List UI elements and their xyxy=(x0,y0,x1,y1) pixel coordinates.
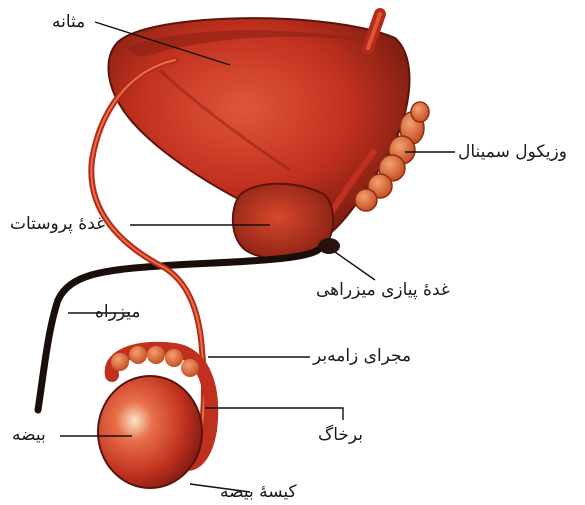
label-epididymis: برخاگ xyxy=(318,425,363,445)
label-vas-deferens: مجرای زامه‌بر xyxy=(313,346,411,366)
leader-bulbourethral xyxy=(335,252,375,280)
label-prostate: غدهٔ پروستات xyxy=(10,214,105,234)
testis-shape xyxy=(98,376,202,488)
label-bladder: مثانه xyxy=(52,12,85,32)
bulbourethral-gland-shape xyxy=(318,238,340,254)
label-bulbourethral-gland: غدهٔ پیازی میزراهی xyxy=(316,280,450,300)
leader-epididymis xyxy=(205,408,343,420)
label-seminal-vesicle: وزیکول سمینال xyxy=(458,142,567,162)
label-scrotum: کیسهٔ بیضه xyxy=(220,482,297,502)
label-urethra: میزراه xyxy=(95,302,140,322)
label-testis: بیضه xyxy=(12,425,46,445)
